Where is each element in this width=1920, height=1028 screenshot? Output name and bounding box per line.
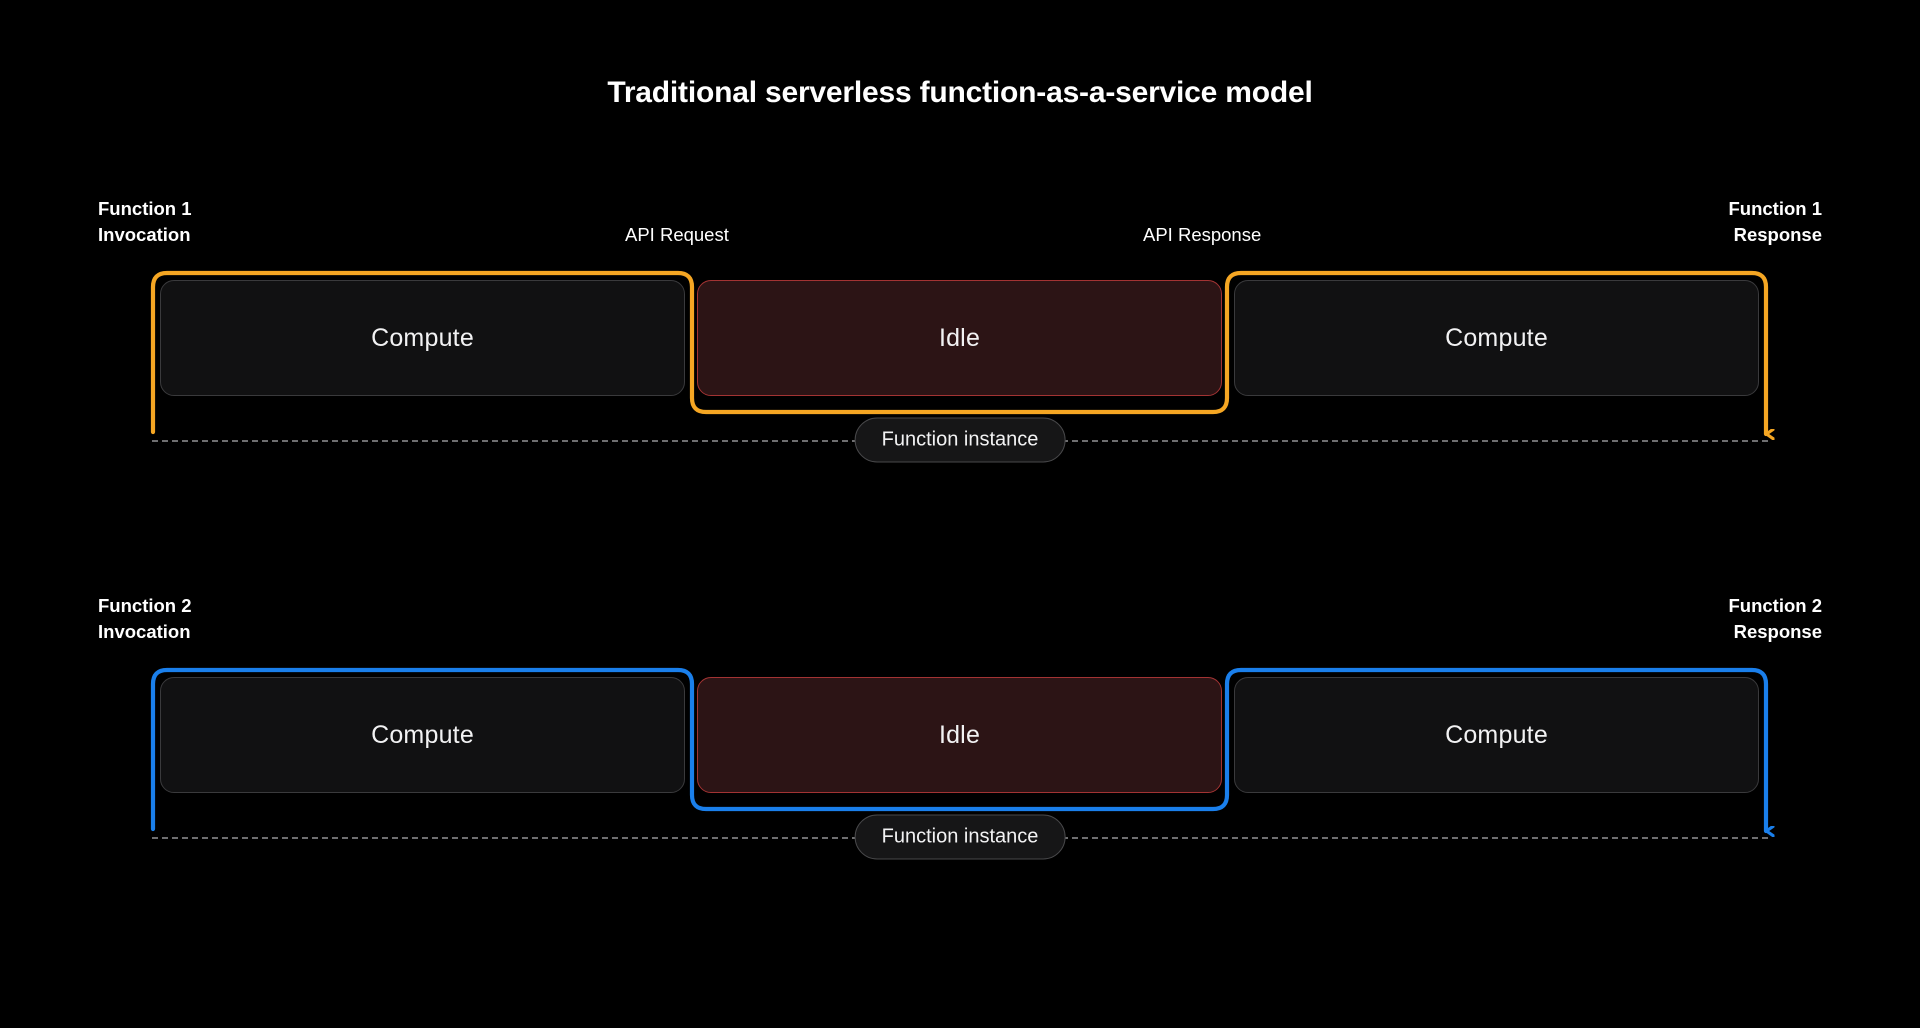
api-request-label: API Request [625,224,729,245]
segment-strip: Compute Idle Compute Function instance [0,262,1920,463]
function-instance-pill: Function instance [854,417,1066,463]
function-2-invocation-label: Function 2 Invocation [98,595,192,642]
caption-band: Function 1 Invocation Function 1 Respons… [0,190,1920,262]
function-instance-pill: Function instance [854,814,1066,860]
function-1-invocation-label: Function 1 Invocation [98,198,192,245]
function-2-response-label: Function 2 Response [1728,595,1822,642]
flow-row-function-2: Function 2 Invocation Function 2 Respons… [0,587,1920,860]
segment-compute-1: Compute [160,280,685,396]
segment-compute-2: Compute [1234,280,1759,396]
page-title: Traditional serverless function-as-a-ser… [607,76,1313,109]
segment-idle-1: Idle [697,280,1222,396]
segment-compute-3: Compute [160,677,685,793]
caption-band: Function 2 Invocation Function 2 Respons… [0,587,1920,659]
api-response-label: API Response [1143,224,1262,245]
function-1-response-label: Function 1 Response [1728,198,1822,245]
segment-compute-4: Compute [1234,677,1759,793]
flow-row-function-1: Function 1 Invocation Function 1 Respons… [0,190,1920,463]
segment-idle-2: Idle [697,677,1222,793]
segment-strip: Compute Idle Compute Function instance [0,659,1920,860]
